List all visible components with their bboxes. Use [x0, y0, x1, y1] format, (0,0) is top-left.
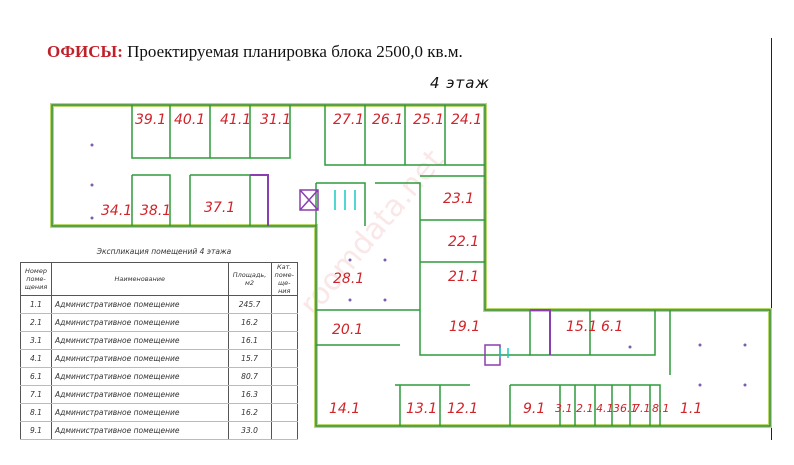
- frame-line: [771, 38, 772, 440]
- room-area: 15.7: [227, 349, 272, 368]
- room-number: 3.1: [20, 331, 52, 350]
- room-name: Административное помещение: [51, 331, 229, 350]
- room-label: 1.1: [680, 401, 702, 417]
- room-area: 16.2: [227, 403, 272, 422]
- room-number: 1.1: [20, 295, 52, 314]
- room-label: 13.1: [406, 401, 437, 417]
- room-name: Административное помещение: [51, 349, 229, 368]
- title-text: Проектируемая планировка блока 2500,0 кв…: [122, 42, 463, 61]
- room-label: 12.1: [447, 401, 478, 417]
- room-number: 7.1: [20, 385, 52, 404]
- room-label: 23.1: [443, 191, 474, 207]
- room-label: 28.1: [333, 271, 364, 287]
- col-area: Площадь, м2: [227, 262, 272, 296]
- room-name: Административное помещение: [51, 313, 229, 332]
- room-number: 2.1: [20, 313, 52, 332]
- room-label: 34.1: [101, 203, 132, 219]
- room-number: 6.1: [20, 367, 52, 386]
- room-label: 21.1: [448, 269, 479, 285]
- columns: [90, 143, 747, 387]
- room-name: Административное помещение: [51, 421, 229, 440]
- room-name: Административное помещение: [51, 295, 229, 314]
- room-label: 25.1: [413, 112, 444, 128]
- room-category: [270, 349, 299, 368]
- room-area: 80.7: [227, 367, 272, 386]
- room-name: Административное помещение: [51, 403, 229, 422]
- room-label: 20.1: [332, 322, 363, 338]
- room-area: 16.1: [227, 331, 272, 350]
- room-label: 37.1: [204, 200, 235, 216]
- room-label: 14.1: [329, 401, 360, 417]
- room-label: 36.1: [613, 402, 638, 415]
- room-category: [270, 385, 299, 404]
- room-label: 8.1: [652, 402, 670, 415]
- room-label: 27.1: [333, 112, 364, 128]
- room-category: [270, 421, 299, 440]
- room-area: 16.2: [227, 313, 272, 332]
- room-label: 40.1: [174, 112, 205, 128]
- room-number: 9.1: [20, 421, 52, 440]
- room-category: [270, 295, 299, 314]
- room-name: Административное помещение: [51, 385, 229, 404]
- room-category: [270, 403, 299, 422]
- room-area: 245.7: [227, 295, 272, 314]
- room-label: 26.1: [372, 112, 403, 128]
- room-label: 15.1: [566, 319, 597, 335]
- room-label: 22.1: [448, 234, 479, 250]
- room-name: Административное помещение: [51, 367, 229, 386]
- room-category: [270, 331, 299, 350]
- room-label: 41.1: [220, 112, 251, 128]
- room-label: 7.1: [633, 402, 651, 415]
- room-area: 16.3: [227, 385, 272, 404]
- explication-table: Номер поме-щения Наименование Площадь, м…: [20, 262, 299, 440]
- room-label: 39.1: [135, 112, 166, 128]
- room-area: 33.0: [227, 421, 272, 440]
- room-label: 24.1: [451, 112, 482, 128]
- table-header-row: Номер поме-щения Наименование Площадь, м…: [20, 262, 299, 296]
- title-prefix: ОФИСЫ:: [47, 42, 123, 61]
- col-category: Кат. поме-ще-ния: [270, 262, 299, 296]
- room-label: 38.1: [140, 203, 171, 219]
- room-label: 2.1: [576, 402, 594, 415]
- room-label: 6.1: [601, 319, 623, 335]
- room-label: 9.1: [523, 401, 545, 417]
- room-label: 19.1: [449, 319, 480, 335]
- room-number: 4.1: [20, 349, 52, 368]
- explication-title: Экспликация помещений 4 этажа: [96, 247, 232, 256]
- room-category: [270, 367, 299, 386]
- col-number: Номер поме-щения: [20, 262, 52, 296]
- room-labels: 39.1 40.1 41.1 31.1 27.1 26.1 25.1 24.1 …: [101, 112, 702, 417]
- floor-label: 4 этаж: [430, 74, 490, 92]
- room-label: 4.1: [596, 402, 614, 415]
- explication-table-block: Экспликация помещений 4 этажа Номер поме…: [20, 247, 299, 440]
- room-label: 3.1: [555, 402, 573, 415]
- room-category: [270, 313, 299, 332]
- room-label: 31.1: [260, 112, 291, 128]
- room-number: 8.1: [20, 403, 52, 422]
- page-title: ОФИСЫ: Проектируемая планировка блока 25…: [47, 42, 463, 62]
- col-name: Наименование: [51, 262, 229, 296]
- inner-walls: [51, 104, 771, 427]
